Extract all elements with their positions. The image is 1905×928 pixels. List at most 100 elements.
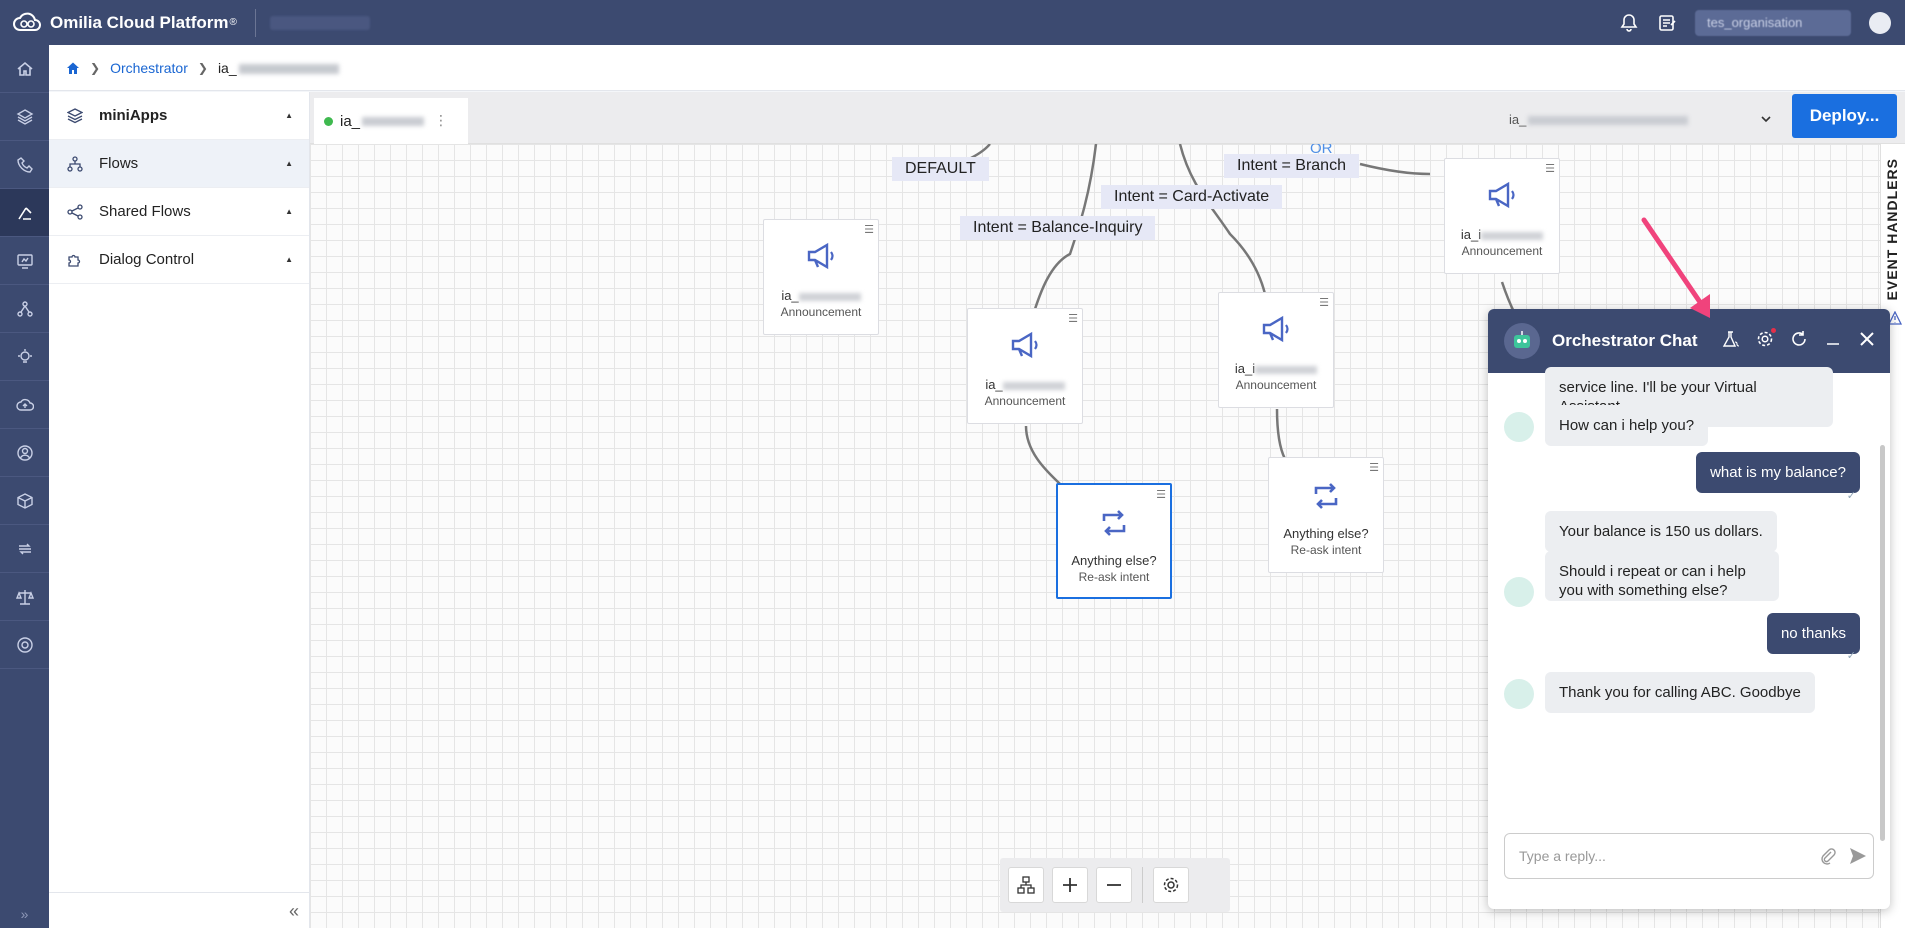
node-settings-icon[interactable]: ☰ bbox=[1319, 297, 1329, 309]
condition-label-branch[interactable]: Intent = Branch bbox=[1224, 154, 1359, 178]
send-button[interactable] bbox=[1843, 846, 1873, 866]
tab-menu-button[interactable]: ⋮ bbox=[434, 112, 448, 128]
annotation-arrow bbox=[1641, 217, 1710, 318]
rail-integrations[interactable] bbox=[0, 525, 49, 573]
rail-cloud-upload[interactable] bbox=[0, 381, 49, 429]
test-flask-button[interactable] bbox=[1722, 330, 1740, 353]
bot-avatar bbox=[1504, 679, 1534, 709]
integrations-icon bbox=[18, 543, 31, 554]
topbar-divider bbox=[254, 8, 256, 37]
chat-minimize-button[interactable] bbox=[1824, 330, 1842, 353]
chat-header: Orchestrator Chat bbox=[1488, 309, 1890, 373]
version-dropdown[interactable]: ia_ bbox=[1509, 102, 1773, 136]
home-icon[interactable] bbox=[66, 61, 80, 75]
refresh-icon bbox=[1792, 330, 1806, 346]
condition-label-default[interactable]: DEFAULT bbox=[892, 157, 989, 181]
condition-label-balance-inquiry[interactable]: Intent = Balance-Inquiry bbox=[960, 216, 1156, 240]
bell-icon[interactable] bbox=[1619, 13, 1639, 33]
attach-button[interactable] bbox=[1813, 847, 1843, 865]
announcement-node[interactable]: ☰ ia_i Announcement bbox=[1218, 292, 1334, 408]
status-dot bbox=[324, 116, 333, 126]
rail-support[interactable] bbox=[0, 621, 49, 669]
megaphone-icon bbox=[807, 242, 834, 270]
paperclip-icon bbox=[1821, 848, 1836, 865]
chat-input-box bbox=[1504, 833, 1874, 879]
phone-icon bbox=[16, 156, 33, 173]
breadcrumb-orchestrator[interactable]: Orchestrator bbox=[110, 59, 188, 76]
cloud-logo-icon bbox=[13, 12, 41, 31]
rail-orchestrator[interactable] bbox=[0, 189, 49, 237]
node-settings-icon[interactable]: ☰ bbox=[1068, 313, 1078, 325]
breadcrumb-separator: ❯ bbox=[90, 60, 101, 75]
rail-network[interactable] bbox=[0, 285, 49, 333]
reask-node[interactable]: ☰ Anything else? Re-ask intent bbox=[1056, 483, 1172, 599]
megaphone-icon bbox=[1011, 331, 1038, 359]
announcement-node[interactable]: ☰ ia_ Announcement bbox=[967, 308, 1083, 424]
orchestrator-icon bbox=[17, 206, 32, 220]
condition-label-card-activate[interactable]: Intent = Card-Activate bbox=[1101, 185, 1283, 209]
top-bar: Omilia Cloud Platform® tes_organisation bbox=[0, 0, 1905, 45]
layers-icon bbox=[65, 106, 85, 126]
reask-node[interactable]: ☰ Anything else? Re-ask intent bbox=[1268, 457, 1384, 573]
sidepanel-item-dialog-control[interactable]: Dialog Control ▲ bbox=[49, 236, 309, 284]
chat-settings-button[interactable] bbox=[1756, 327, 1776, 353]
chat-scrollbar[interactable] bbox=[1880, 445, 1885, 841]
user-message: no thanks bbox=[1766, 613, 1860, 654]
auto-layout-button[interactable] bbox=[1008, 867, 1044, 903]
chat-close-button[interactable] bbox=[1858, 330, 1876, 353]
zoom-out-button[interactable] bbox=[1096, 867, 1132, 903]
chat-restart-button[interactable] bbox=[1790, 330, 1808, 353]
close-icon bbox=[1860, 331, 1874, 346]
sidepanel-item-label: Shared Flows bbox=[99, 203, 191, 220]
brand[interactable]: Omilia Cloud Platform® bbox=[0, 12, 237, 34]
reply-input[interactable] bbox=[1519, 848, 1813, 864]
collapse-panel-button[interactable]: « bbox=[49, 892, 309, 928]
rail-scale[interactable] bbox=[0, 573, 49, 621]
rail-lightbulb[interactable] bbox=[0, 333, 49, 381]
rail-cube[interactable] bbox=[0, 477, 49, 525]
zoom-in-button[interactable] bbox=[1052, 867, 1088, 903]
canvas-settings-button[interactable] bbox=[1153, 867, 1189, 903]
caret-up-icon: ▲ bbox=[285, 111, 293, 120]
caret-up-icon: ▲ bbox=[285, 207, 293, 216]
rail-monitor[interactable] bbox=[0, 237, 49, 285]
sidepanel-item-shared-flows[interactable]: Shared Flows ▲ bbox=[49, 188, 309, 236]
warning-icon bbox=[1888, 311, 1902, 325]
sidepanel-item-miniapps[interactable]: miniApps ▲ bbox=[49, 92, 309, 140]
node-settings-icon[interactable]: ☰ bbox=[1545, 163, 1555, 175]
caret-up-icon: ▲ bbox=[285, 255, 293, 264]
toolbar-divider bbox=[1142, 867, 1143, 903]
orchestrator-chat: Orchestrator Chat service line. I'll be … bbox=[1488, 309, 1890, 909]
flow-tab[interactable]: ia_ ⋮ bbox=[314, 98, 468, 144]
node-title: Anything else? bbox=[1071, 553, 1157, 568]
user-avatar[interactable] bbox=[1869, 11, 1891, 34]
node-settings-icon[interactable]: ☰ bbox=[1156, 489, 1166, 501]
scale-icon bbox=[15, 589, 34, 605]
expand-rail-button[interactable]: » bbox=[20, 906, 29, 922]
cube-icon bbox=[16, 492, 33, 509]
condition-or-label: OR bbox=[1310, 144, 1333, 157]
rail-users[interactable] bbox=[0, 429, 49, 477]
node-type: Announcement bbox=[1235, 378, 1317, 392]
node-title-prefix: ia_ bbox=[985, 377, 1003, 392]
announcement-node[interactable]: ☰ ia_i Announcement bbox=[1444, 158, 1560, 274]
chevron-down-icon bbox=[1761, 116, 1771, 123]
rail-layers[interactable] bbox=[0, 93, 49, 141]
node-settings-icon[interactable]: ☰ bbox=[864, 224, 874, 236]
rail-phone[interactable] bbox=[0, 141, 49, 189]
sidepanel-item-label: Dialog Control bbox=[99, 251, 195, 268]
layers-icon bbox=[16, 108, 33, 125]
announcement-node[interactable]: ☰ ia_ Announcement bbox=[763, 219, 879, 335]
node-settings-icon[interactable]: ☰ bbox=[1369, 462, 1379, 474]
node-title-prefix: ia_i bbox=[1234, 361, 1256, 376]
bot-avatar bbox=[1504, 323, 1540, 359]
organisation-selector[interactable]: tes_organisation bbox=[1695, 9, 1851, 36]
deploy-button[interactable]: Deploy... bbox=[1792, 94, 1897, 138]
release-notes-icon[interactable] bbox=[1657, 13, 1677, 33]
chat-messages[interactable]: service line. I'll be your Virtual Assis… bbox=[1488, 367, 1890, 841]
gear-icon bbox=[1163, 877, 1179, 893]
node-type: Announcement bbox=[1461, 244, 1543, 258]
minimize-icon bbox=[1827, 342, 1839, 345]
sidepanel-item-flows[interactable]: Flows ▲ bbox=[49, 140, 309, 188]
rail-home[interactable] bbox=[0, 45, 49, 93]
